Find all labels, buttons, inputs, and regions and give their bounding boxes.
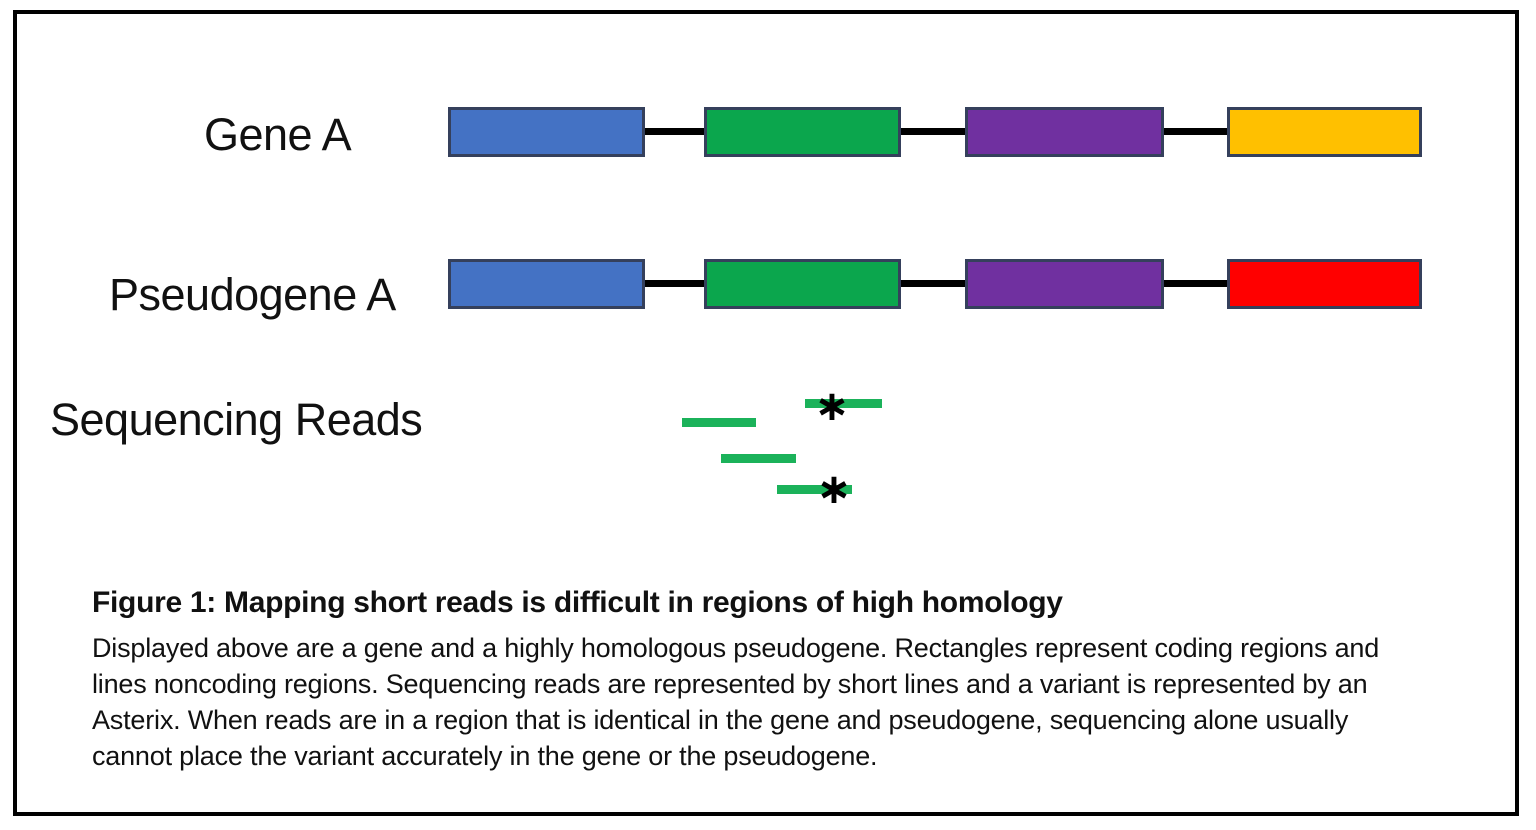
sequencing-read <box>777 485 852 494</box>
gene-a-label: Gene A <box>204 109 352 160</box>
gene-a-intron-line <box>517 128 1357 135</box>
gene-a-exon-1 <box>448 107 645 157</box>
pseudogene-a-exon-1 <box>448 259 645 309</box>
sequencing-read <box>721 454 796 463</box>
caption-line: lines noncoding regions. Sequencing read… <box>92 669 1368 699</box>
pseudogene-a-intron-line <box>517 280 1357 287</box>
figure-caption-title: Figure 1: Mapping short reads is difficu… <box>92 586 1063 619</box>
figure-caption-body: Displayed above are a gene and a highly … <box>92 630 1379 774</box>
sequencing-reads-label: Sequencing Reads <box>50 394 423 445</box>
sequencing-read <box>682 418 756 427</box>
gene-a-exon-3 <box>965 107 1164 157</box>
sequencing-read <box>805 399 882 408</box>
gene-a-exon-2 <box>704 107 901 157</box>
pseudogene-a-exon-2 <box>704 259 901 309</box>
variant-asterisk-icon: ∗ <box>816 464 852 513</box>
pseudogene-a-exon-3 <box>965 259 1164 309</box>
pseudogene-a-exon-4 <box>1227 259 1422 309</box>
caption-line: cannot place the variant accurately in t… <box>92 741 878 771</box>
gene-a-exon-4 <box>1227 107 1422 157</box>
pseudogene-a-label: Pseudogene A <box>109 269 396 320</box>
caption-line: Displayed above are a gene and a highly … <box>92 633 1380 663</box>
figure-border-frame: Gene A Pseudogene A Sequencing Reads ∗ ∗… <box>13 10 1519 816</box>
caption-line: Asterix. When reads are in a region that… <box>92 705 1349 735</box>
variant-asterisk-icon: ∗ <box>814 381 850 430</box>
